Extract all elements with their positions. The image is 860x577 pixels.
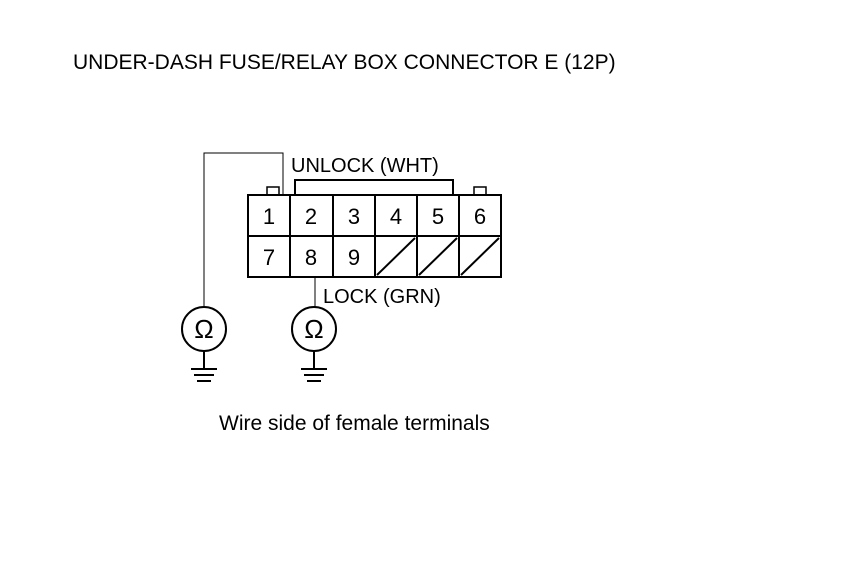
pin-4: 4 bbox=[390, 204, 402, 229]
diagram-title: UNDER-DASH FUSE/RELAY BOX CONNECTOR E (1… bbox=[73, 51, 616, 74]
ohm-symbol: Ω bbox=[194, 314, 213, 344]
probe-wires bbox=[203, 152, 316, 307]
ground-icon bbox=[191, 351, 217, 382]
pin-3: 3 bbox=[348, 204, 360, 229]
ohmmeter-icon: Ω bbox=[291, 306, 337, 382]
pin-9: 9 bbox=[348, 245, 360, 270]
ohmmeter-icon: Ω bbox=[181, 306, 227, 382]
pin-5: 5 bbox=[432, 204, 444, 229]
pin-1: 1 bbox=[263, 204, 275, 229]
unlock-wire-label: UNLOCK (WHT) bbox=[291, 155, 439, 177]
lock-wire-label: LOCK (GRN) bbox=[323, 286, 441, 308]
pin-2: 2 bbox=[305, 204, 317, 229]
ohm-symbol: Ω bbox=[304, 314, 323, 344]
pin-8: 8 bbox=[305, 245, 317, 270]
pin-7: 7 bbox=[263, 245, 275, 270]
diagram-caption: Wire side of female terminals bbox=[219, 412, 490, 435]
pin-labels: 1 2 3 4 5 6 7 8 9 bbox=[263, 204, 486, 270]
connector-housing bbox=[247, 179, 502, 278]
pin-6: 6 bbox=[474, 204, 486, 229]
ground-icon bbox=[301, 351, 327, 382]
